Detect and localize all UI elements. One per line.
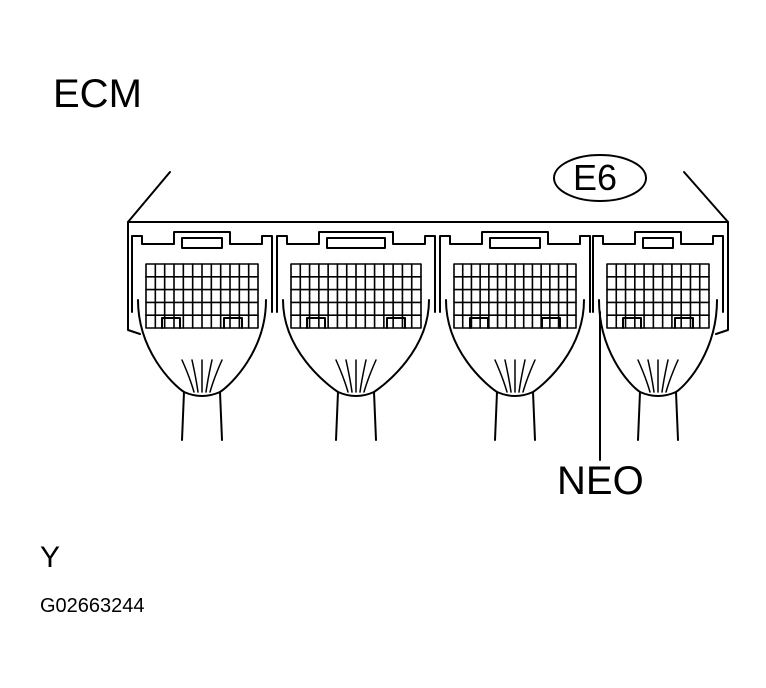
key-notch (306, 317, 326, 329)
connector-id-oval (553, 154, 647, 202)
pin-label-neo: NEO (557, 459, 644, 503)
key-notch (469, 317, 489, 329)
harness-tube (181, 391, 223, 441)
wire (661, 359, 669, 393)
wire (637, 359, 651, 393)
wire (518, 359, 526, 393)
connector-2 (276, 231, 436, 441)
wire (494, 359, 508, 393)
connector-frame (131, 231, 273, 313)
wire (647, 359, 655, 393)
key-notch (541, 317, 561, 329)
terminal-grid (453, 263, 577, 329)
wire (359, 359, 367, 393)
component-label: ECM (53, 72, 142, 116)
latch (642, 237, 674, 249)
connector-frame (439, 231, 591, 313)
wire (181, 359, 195, 393)
connector-3 (439, 231, 591, 441)
latch (489, 237, 541, 249)
harness-boot (445, 299, 585, 393)
terminal-grid-border (606, 263, 710, 329)
connector-frame (276, 231, 436, 313)
latch (326, 237, 386, 249)
key-notch (622, 317, 642, 329)
wire (522, 359, 536, 393)
key-notch (161, 317, 181, 329)
latch (181, 237, 223, 249)
harness-tube (494, 391, 536, 441)
harness-tube (637, 391, 679, 441)
key-notch (386, 317, 406, 329)
wire (363, 359, 377, 393)
wire (205, 359, 213, 393)
harness-boot (282, 299, 430, 393)
ecm-housing (127, 171, 729, 335)
wire (665, 359, 679, 393)
connector-group (131, 231, 724, 441)
wire (191, 359, 199, 393)
figure-id: G02663244 (40, 595, 145, 617)
wire-color-code: Y (40, 541, 61, 574)
connector-id-label: E6 (573, 157, 618, 198)
key-notch (223, 317, 243, 329)
wire (209, 359, 223, 393)
wire (335, 359, 349, 393)
wire (504, 359, 512, 393)
key-notch (674, 317, 694, 329)
harness-boot (137, 299, 267, 393)
terminal-grid (290, 263, 422, 329)
harness-tube (335, 391, 377, 441)
connector-1 (131, 231, 273, 441)
wire (345, 359, 353, 393)
connector-4 (592, 231, 724, 441)
connector-frame (592, 231, 724, 313)
